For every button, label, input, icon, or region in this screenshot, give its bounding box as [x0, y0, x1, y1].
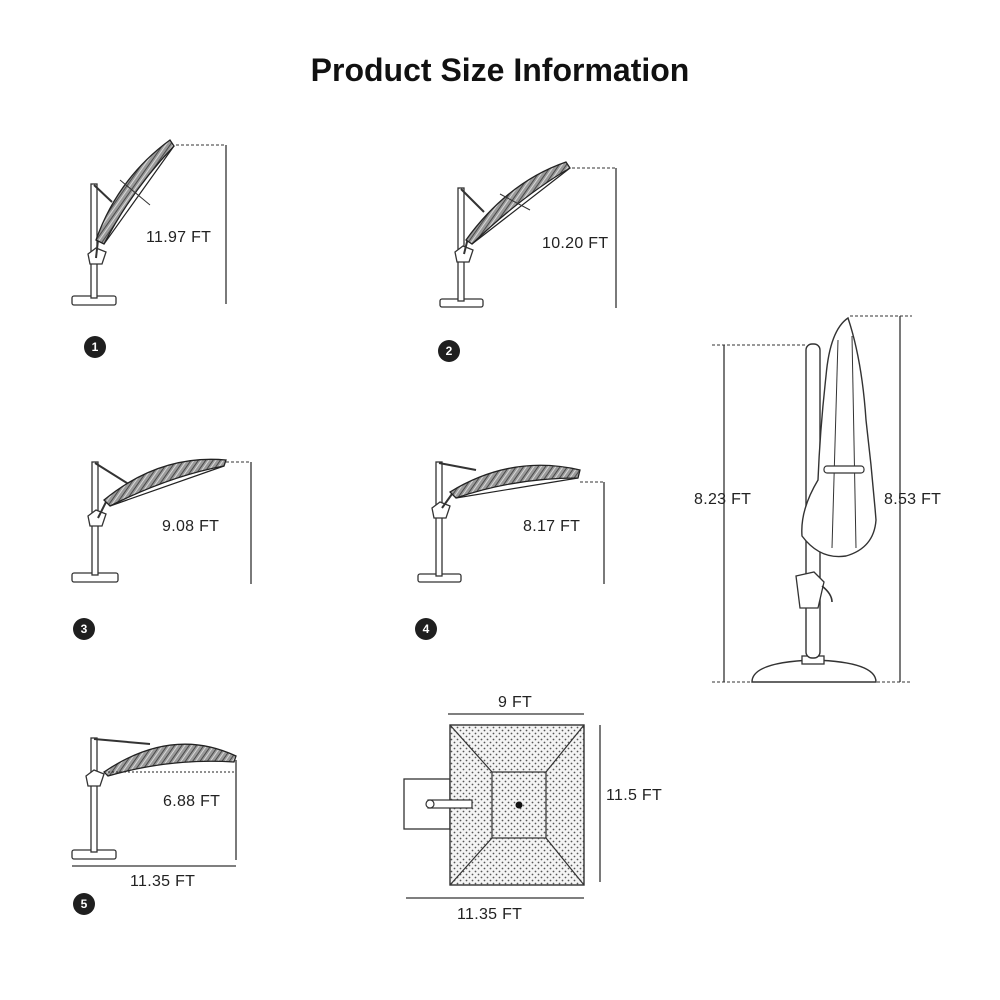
- umbrella-position-4: [417, 461, 605, 584]
- umbrella-position-2: [439, 161, 617, 308]
- height-label-position-5: 6.88 FT: [163, 793, 221, 810]
- position-badge-1: 1: [84, 336, 106, 358]
- position-badge-4: 4: [415, 618, 437, 640]
- height-label-position-3: 9.08 FT: [162, 518, 220, 535]
- width-label-position-5: 11.35 FT: [130, 873, 196, 890]
- umbrella-top-view: [403, 713, 601, 899]
- umbrella-position-5: [71, 737, 237, 867]
- canopy-width-label: 9 FT: [498, 694, 533, 711]
- overall-width-label: 11.35 FT: [457, 906, 523, 923]
- height-label-position-2: 10.20 FT: [542, 235, 609, 252]
- umbrella-closed-view: [712, 315, 912, 683]
- position-badge-5: 5: [73, 893, 95, 915]
- page-title: Product Size Information: [310, 52, 690, 88]
- position-badge-2: 2: [438, 340, 460, 362]
- pole-height-label: 8.23 FT: [694, 491, 752, 508]
- umbrella-position-3: [71, 458, 252, 584]
- umbrella-position-1: [71, 139, 227, 306]
- position-badge-3: 3: [73, 618, 95, 640]
- canopy-depth-label: 11.5 FT: [606, 787, 663, 804]
- total-height-label: 8.53 FT: [884, 491, 942, 508]
- height-label-position-1: 11.97 FT: [146, 229, 212, 246]
- height-label-position-4: 8.17 FT: [523, 518, 581, 535]
